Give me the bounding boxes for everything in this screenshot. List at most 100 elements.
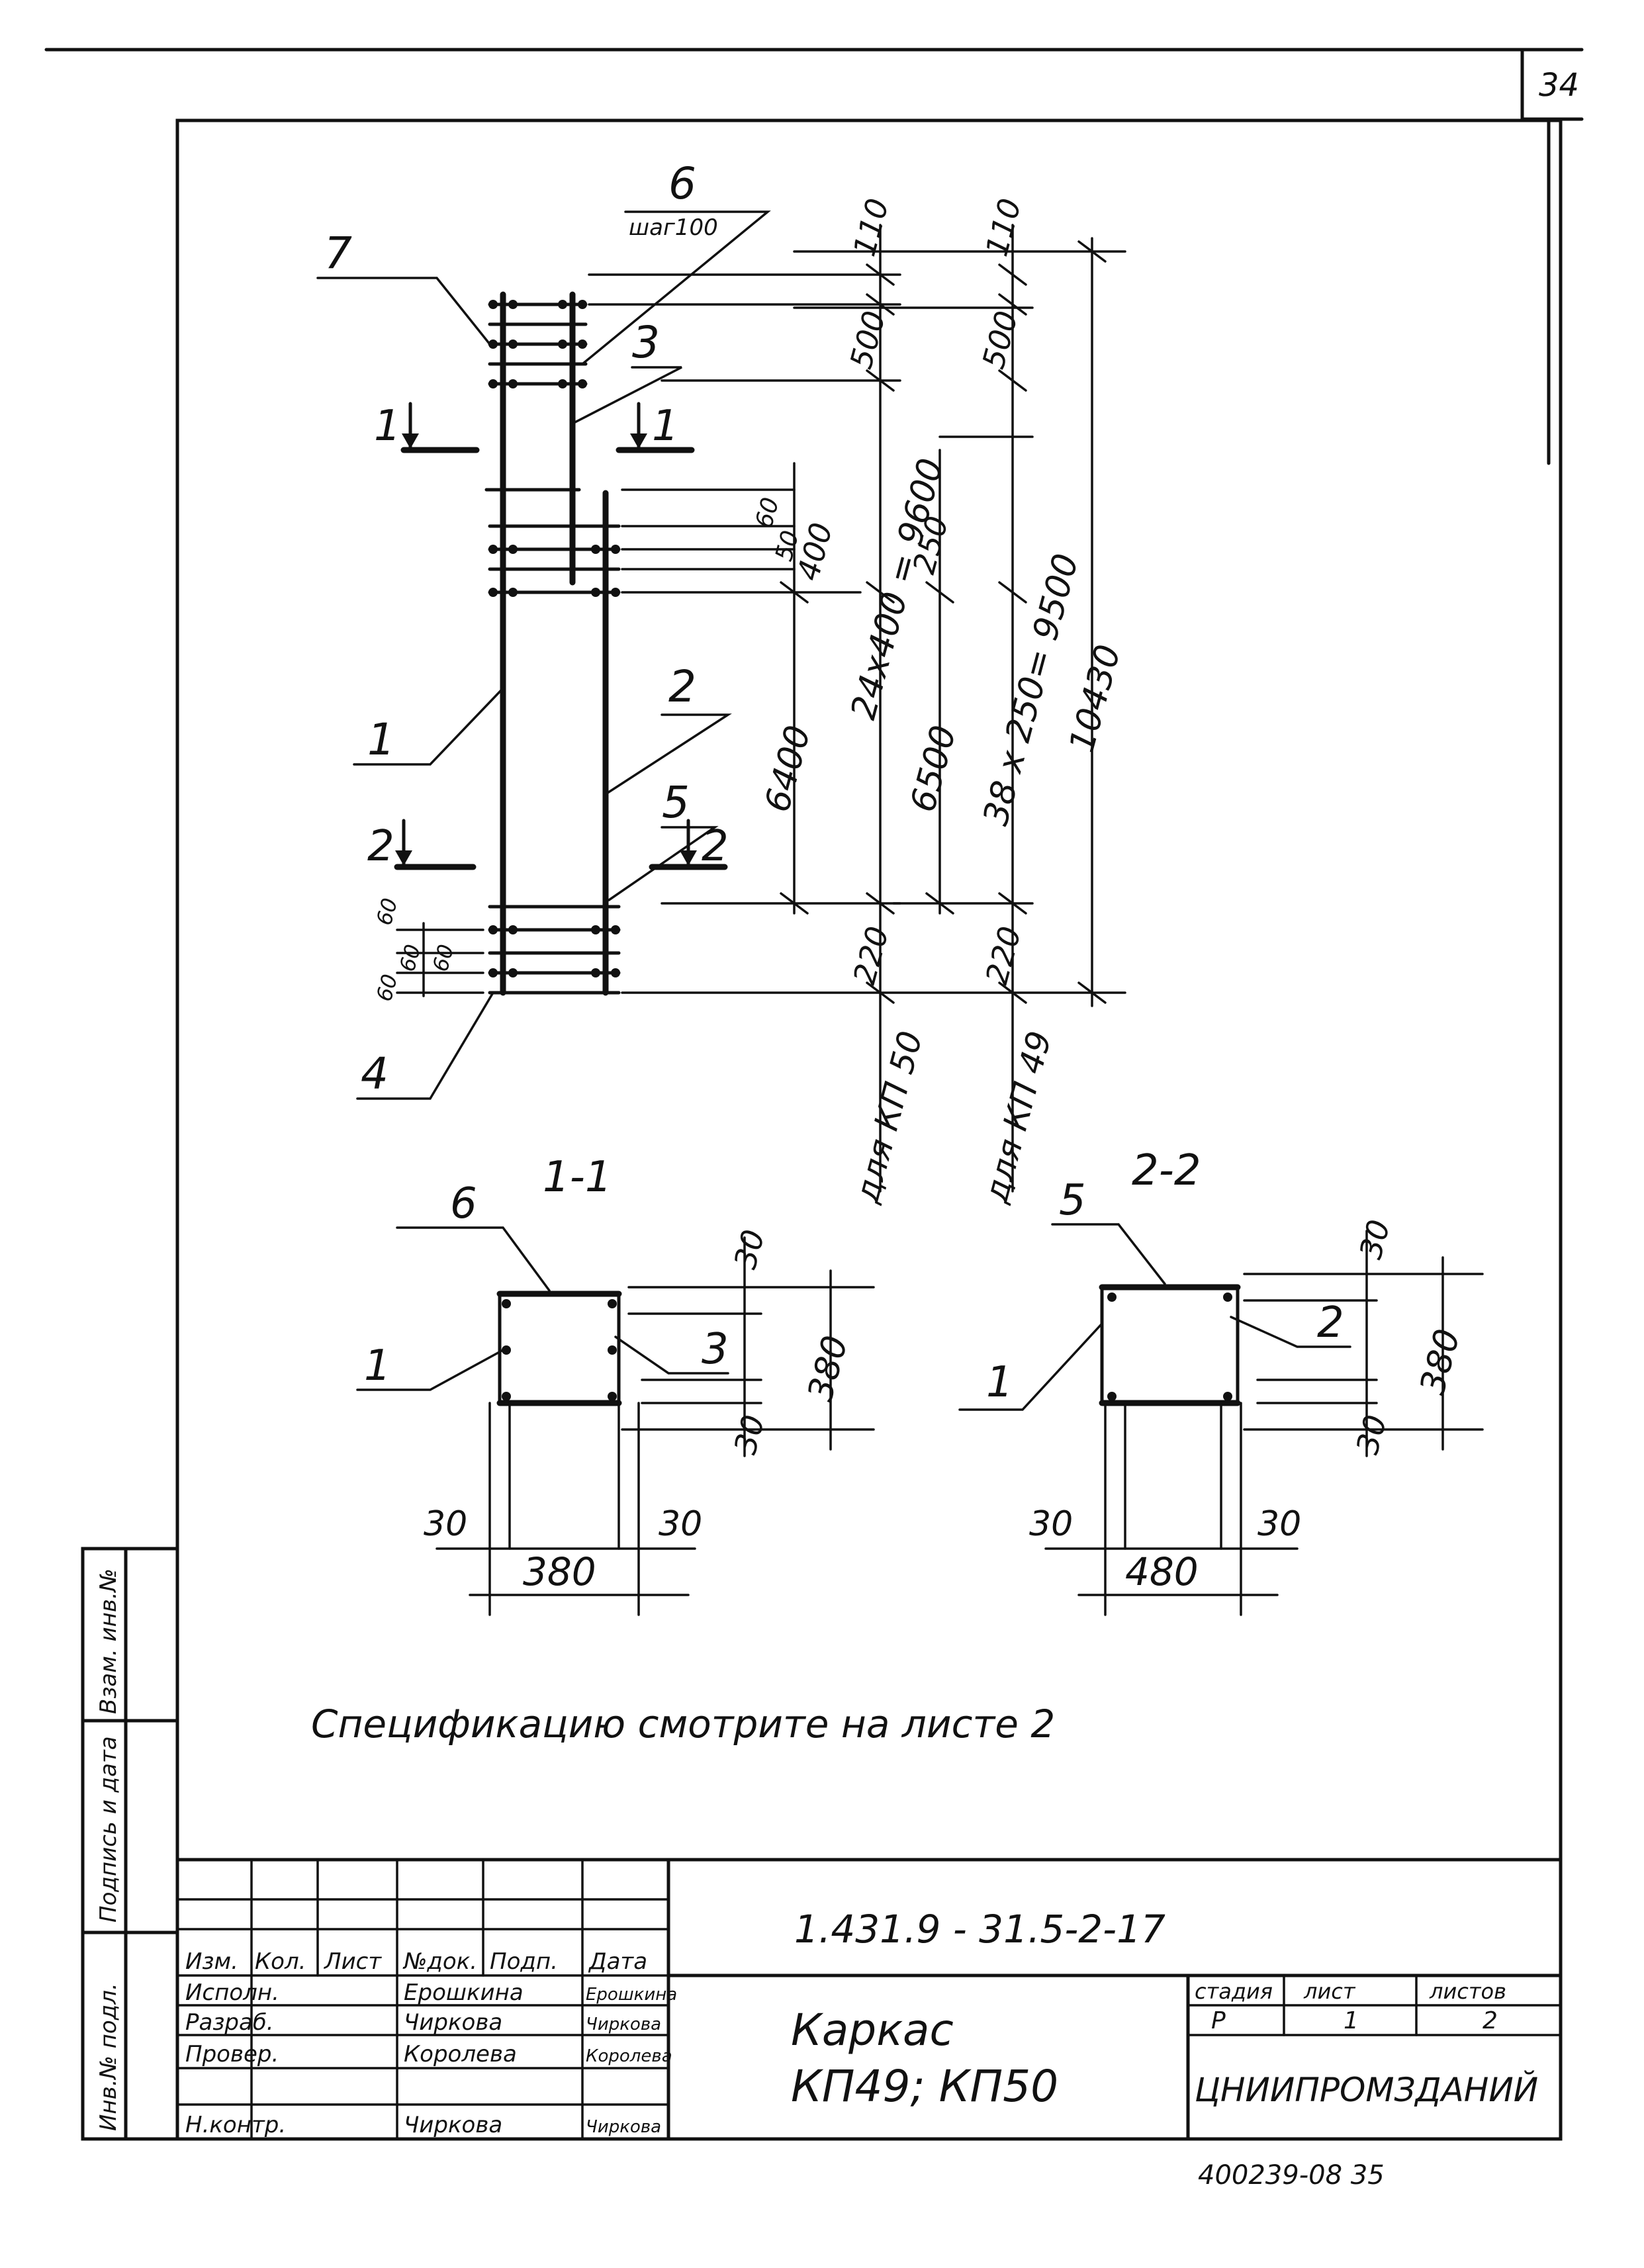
callout-3: 3 [632, 317, 660, 368]
svg-text:30: 30 [1352, 1216, 1396, 1263]
leader-s2-2 [1230, 1316, 1351, 1348]
svg-text:30: 30 [1349, 1411, 1393, 1458]
dim-column-b: 110 500 250 38 x 250= 9500 6500 220 для … [903, 195, 1087, 1207]
svg-text:1: 1 [374, 402, 401, 451]
svg-text:30: 30 [1257, 1504, 1301, 1544]
svg-text:Ерошкина: Ерошкина [404, 1979, 524, 2006]
section-mark-2: 2 2 [367, 819, 729, 871]
elevation-view: 6 шаг100 7 3 1 2 5 4 1 1 2 2 [316, 158, 1129, 1207]
leader-5 [608, 826, 719, 901]
svg-text:6400: 6400 [758, 721, 819, 816]
svg-text:стадия: стадия [1195, 1979, 1273, 2004]
extension-lines [588, 250, 1126, 994]
organization: ЦНИИПРОМЗДАНИЙ [1195, 2070, 1538, 2109]
svg-text:№док.: №док. [402, 1948, 477, 1975]
svg-text:60: 60 [394, 942, 426, 974]
callout-1: 1 [367, 714, 395, 765]
svg-text:Чиркова: Чиркова [404, 2112, 502, 2138]
leader-6 [581, 210, 771, 365]
leader-7 [316, 277, 491, 345]
svg-text:220: 220 [846, 923, 895, 988]
svg-text:Чиркова: Чиркова [586, 2015, 661, 2034]
side-stamp: Инв.№ подл. Подпись и дата Взам. инв.№ [81, 1547, 179, 2141]
svg-text:110: 110 [846, 195, 895, 260]
side-stamp-sign: Подпись и дата [95, 1736, 122, 1923]
svg-text:Ерошкина: Ерошкина [586, 1985, 677, 2005]
svg-text:60: 60 [371, 895, 402, 928]
svg-text:2: 2 [1483, 2007, 1498, 2034]
svg-text:Дата: Дата [588, 1948, 647, 1975]
svg-text:30: 30 [1029, 1504, 1073, 1544]
svg-text:500: 500 [975, 307, 1025, 373]
callout-step: шаг100 [629, 214, 718, 241]
svg-text:Исполн.: Исполн. [185, 1979, 279, 2006]
svg-text:Разраб.: Разраб. [185, 2009, 274, 2036]
svg-text:Р: Р [1211, 2007, 1226, 2034]
leader-s1-3 [614, 1336, 729, 1375]
svg-text:380: 380 [1413, 1325, 1469, 1398]
leader-s1-6 [396, 1226, 551, 1292]
section-2-title: 2-2 [1132, 1146, 1201, 1195]
spec-note: Спецификацию смотрите на листе 2 [311, 1701, 1055, 1746]
leader-s2-5 [1051, 1223, 1166, 1285]
svg-text:400: 400 [790, 519, 839, 584]
svg-text:3: 3 [702, 1325, 729, 1374]
svg-text:для КП 49: для КП 49 [976, 1027, 1059, 1207]
svg-text:60: 60 [428, 942, 459, 974]
svg-text:Чиркова: Чиркова [586, 2117, 661, 2137]
svg-text:Чиркова: Чиркова [404, 2009, 502, 2036]
leader-s1-1 [356, 1349, 504, 1391]
svg-text:Кол.: Кол. [255, 1948, 306, 1975]
svg-text:1: 1 [652, 402, 679, 451]
callout-2: 2 [668, 661, 696, 712]
leader-s2-1 [958, 1322, 1103, 1411]
svg-text:2: 2 [367, 822, 394, 871]
callout-5: 5 [662, 777, 690, 828]
leader-1 [353, 687, 504, 766]
svg-text:480: 480 [1125, 1549, 1199, 1594]
svg-text:220: 220 [978, 923, 1028, 988]
leader-4 [356, 991, 494, 1100]
side-stamp-replace: Взам. инв.№ [95, 1568, 122, 1714]
svg-text:Н.контр.: Н.контр. [185, 2112, 286, 2138]
doc-title-2: КП49; КП50 [791, 2061, 1058, 2112]
doc-title-1: Каркас [791, 2005, 954, 2056]
callout-7: 7 [324, 228, 352, 279]
svg-text:Подп.: Подп. [490, 1948, 558, 1975]
section-2-2: 2-2 5 1 2 30 380 30 30 30 480 [958, 1146, 1484, 1616]
svg-text:30: 30 [424, 1504, 467, 1544]
leader-2 [604, 713, 732, 795]
svg-text:110: 110 [978, 195, 1028, 260]
svg-text:1: 1 [364, 1341, 391, 1390]
doc-code: 1.431.9 - 31.5-2-17 [794, 1907, 1165, 1952]
bottom-code: 400239-08 35 [1198, 2160, 1385, 2191]
svg-text:30: 30 [659, 1504, 702, 1544]
dim-column-a: 110 500 60 50 400 24x400 = 9600 6400 220… [751, 195, 951, 1207]
svg-text:Королева: Королева [586, 2046, 672, 2066]
svg-text:Королева: Королева [404, 2041, 517, 2067]
svg-text:38 x 250= 9500: 38 x 250= 9500 [976, 550, 1087, 830]
svg-text:Лист: Лист [323, 1948, 382, 1975]
svg-text:10430: 10430 [1062, 641, 1129, 756]
title-block: Изм. Кол. Лист №док. Подп. Дата Исполн. … [175, 1858, 1563, 2141]
svg-text:лист: лист [1303, 1979, 1356, 2004]
svg-text:2: 2 [702, 822, 729, 871]
page-number: 34 [1539, 67, 1579, 104]
section-1-1: 1-1 6 1 3 30 380 30 30 30 380 [356, 1153, 875, 1616]
svg-text:2: 2 [1317, 1298, 1344, 1347]
svg-text:Провер.: Провер. [185, 2041, 279, 2067]
svg-text:6500: 6500 [903, 721, 964, 816]
svg-text:1: 1 [1344, 2007, 1359, 2034]
dim-overall: 10430 [1062, 237, 1129, 1007]
svg-text:для КП 50: для КП 50 [847, 1027, 930, 1207]
svg-text:30: 30 [727, 1226, 771, 1273]
callout-4: 4 [361, 1048, 388, 1099]
callout-6: 6 [668, 158, 696, 209]
left-bottom-dims: 60 60 60 60 [371, 895, 484, 1004]
section-mark-1: 1 1 [374, 402, 695, 453]
leader-3 [571, 366, 682, 425]
svg-text:30: 30 [727, 1411, 771, 1458]
svg-text:5: 5 [1059, 1176, 1086, 1225]
svg-text:60: 60 [371, 972, 402, 1004]
